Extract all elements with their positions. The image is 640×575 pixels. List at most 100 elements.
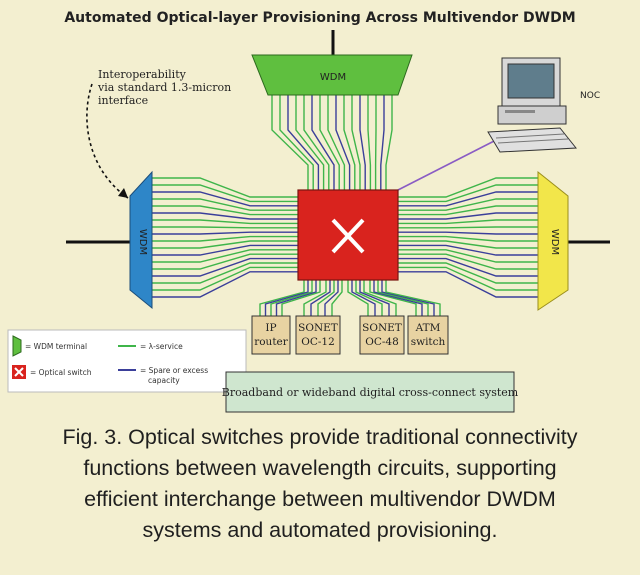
channel-line — [369, 280, 417, 316]
legend-wdm-icon — [12, 335, 22, 357]
wdm-left-label: WDM — [137, 229, 148, 255]
legend: = WDM terminal = Optical switch = λ-serv… — [7, 329, 247, 393]
channel-line — [281, 280, 321, 316]
channel-line — [381, 280, 435, 316]
channel-line — [327, 95, 346, 190]
sonet-oc48-label-2: OC-48 — [365, 336, 399, 348]
channel-line — [367, 95, 372, 190]
channel-line — [331, 280, 343, 316]
tributary-channels — [259, 280, 441, 316]
channel-line — [398, 240, 538, 249]
wdm-right-label: WDM — [549, 229, 560, 255]
atm-switch-label-2: switch — [411, 336, 446, 348]
channel-line — [377, 280, 429, 316]
channel-line — [152, 271, 298, 298]
channel-line — [152, 262, 298, 284]
wdm-top-label: WDM — [320, 72, 346, 83]
interop-line-3: interface — [98, 94, 148, 107]
channel-line — [287, 95, 320, 190]
channel-line — [398, 212, 538, 220]
channel-line — [259, 280, 305, 316]
channel-line — [270, 280, 313, 316]
channel-line — [152, 219, 298, 225]
channel-line — [398, 249, 538, 263]
left-wdm-channels — [152, 177, 298, 298]
channel-line — [152, 257, 298, 277]
wdm-terminal-left — [129, 170, 153, 310]
channel-line — [398, 235, 538, 242]
channel-line — [303, 95, 330, 190]
channel-line — [398, 191, 538, 207]
digital-cross-connect-label: Broadband or wideband digital cross-conn… — [222, 386, 519, 399]
channel-line — [152, 184, 298, 203]
channel-line — [152, 240, 298, 249]
legend-lambda-text: = λ-service — [140, 342, 183, 351]
interop-arrowhead — [118, 188, 128, 198]
channel-line — [152, 249, 298, 263]
channel-line — [152, 177, 298, 198]
channel-line — [152, 231, 298, 235]
network-diagram: Automated Optical-layer Provisioning Acr… — [7, 10, 610, 413]
noc-computer-icon — [397, 57, 577, 191]
channel-line — [359, 280, 390, 316]
sonet-oc48-label-1: SONET — [362, 322, 402, 334]
digital-cross-connect-box — [225, 371, 515, 413]
channel-line — [398, 219, 538, 225]
channel-line — [398, 177, 538, 198]
top-wdm-channels — [271, 95, 393, 190]
atm-switch-label-1: ATM — [415, 322, 441, 334]
channel-line — [385, 280, 441, 316]
figure-caption: Fig. 3. Optical switches provide traditi… — [10, 422, 630, 546]
sonet-oc12-label-2: OC-12 — [301, 336, 335, 348]
channel-line — [359, 95, 366, 190]
legend-box — [7, 329, 247, 393]
channel-line — [319, 95, 340, 190]
channel-line — [398, 231, 538, 235]
channel-line — [317, 280, 335, 316]
channel-line — [279, 95, 314, 190]
sonet-oc48-box — [359, 315, 405, 355]
channel-line — [264, 280, 309, 316]
channel-line — [385, 95, 393, 190]
channel-line — [152, 235, 298, 242]
channel-line — [335, 95, 351, 190]
optical-switch — [297, 189, 399, 281]
interop-line-1: Interoperability — [98, 68, 187, 81]
sonet-oc12-label-1: SONET — [298, 322, 338, 334]
channel-line — [398, 244, 538, 256]
channel-line — [275, 280, 317, 316]
channel-line — [363, 280, 397, 316]
right-wdm-channels — [398, 177, 538, 298]
channel-line — [347, 280, 369, 316]
channel-line — [380, 95, 385, 190]
channel-line — [398, 271, 538, 298]
channel-line — [311, 95, 335, 190]
wdm-terminal-right — [537, 170, 569, 311]
diagram-title: Automated Optical-layer Provisioning Acr… — [64, 10, 575, 26]
channel-line — [398, 262, 538, 284]
channel-line — [398, 205, 538, 216]
channel-line — [324, 280, 339, 316]
interop-arrow — [86, 83, 129, 199]
sonet-oc12-box — [295, 315, 341, 355]
channel-line — [295, 95, 325, 190]
ip-router-label-1: IP — [265, 322, 276, 334]
channel-line — [303, 280, 327, 316]
ip-router-box — [251, 315, 291, 355]
channel-line — [152, 205, 298, 216]
legend-switch-text: = Optical switch — [30, 368, 92, 377]
channel-line — [152, 253, 298, 270]
legend-spare-text-2: capacity — [148, 376, 180, 385]
channel-line — [373, 280, 423, 316]
channel-line — [351, 95, 361, 190]
legend-spare-text-1: = Spare or excess — [140, 366, 208, 375]
channel-line — [152, 191, 298, 207]
channel-line — [310, 280, 331, 316]
channel-line — [152, 244, 298, 256]
channel-line — [152, 212, 298, 220]
channel-line — [398, 226, 538, 229]
atm-switch-box — [407, 315, 449, 355]
wdm-terminal-top — [251, 54, 413, 96]
channel-line — [355, 280, 383, 316]
